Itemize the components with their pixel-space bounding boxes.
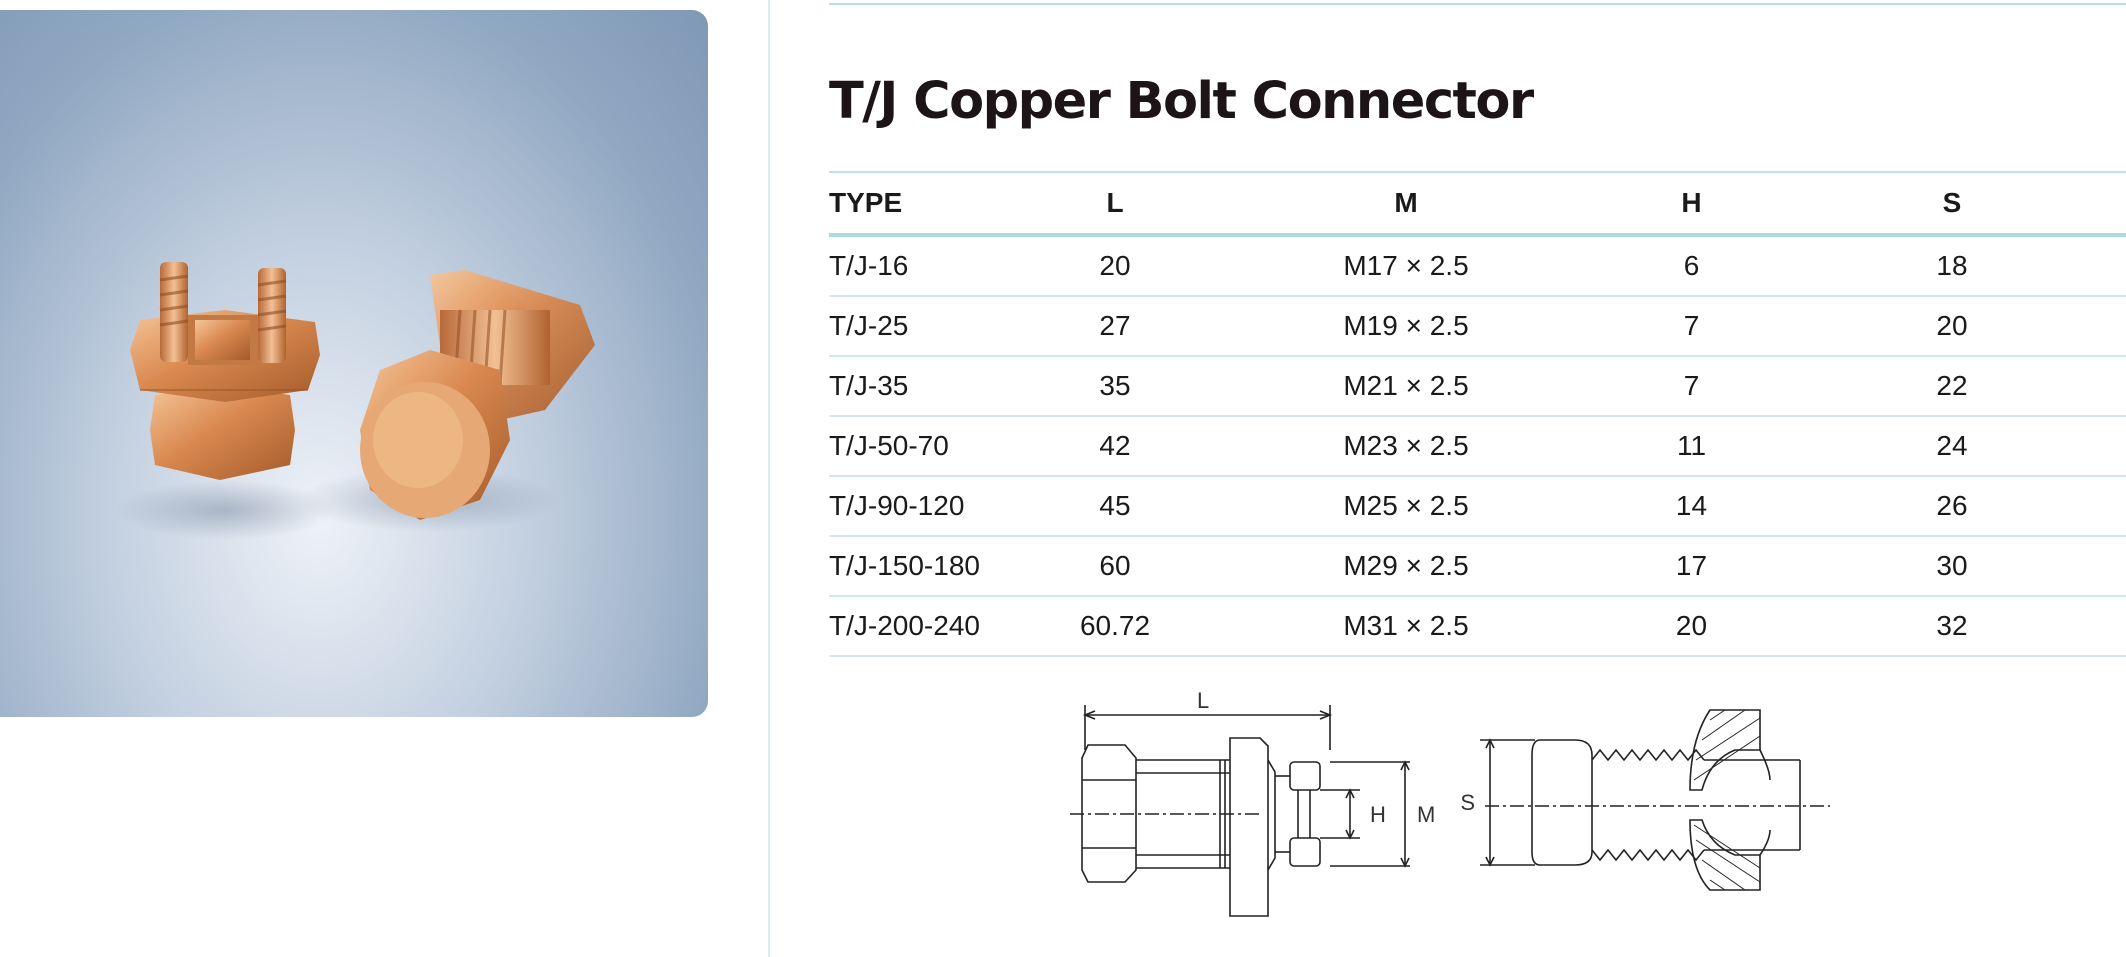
cell-m: M23 × 2.5: [1343, 430, 1469, 461]
cell-l: 27: [1099, 310, 1131, 341]
cell-m: M25 × 2.5: [1343, 490, 1469, 521]
cell-h: 11: [1676, 430, 1707, 461]
cell-h: 20: [1675, 610, 1708, 641]
cell-type: T/J-16: [829, 250, 909, 281]
table-row: T/J-35 35 M21 × 2.5 7 22: [829, 357, 2126, 417]
col-header-l: L: [1106, 187, 1124, 218]
col-header-s: S: [1942, 187, 1962, 218]
cell-s: 20: [1936, 310, 1968, 341]
col-header-h: H: [1681, 187, 1702, 218]
table-row: T/J-50-70 42 M23 × 2.5 11 24: [829, 417, 2126, 477]
page-title: T/J Copper Bolt Connector: [829, 72, 1534, 131]
top-rule: [829, 3, 2126, 5]
cell-type: T/J-90-120: [829, 490, 965, 521]
drawing-svg: L H M S: [1070, 688, 1830, 917]
connector-lying: [360, 270, 595, 520]
cell-s: 26: [1936, 490, 1968, 521]
cell-h: 7: [1683, 370, 1700, 401]
col-header-type: TYPE: [829, 187, 903, 218]
dimension-drawing: L H M S: [1070, 680, 1850, 935]
col-header-m: M: [1394, 187, 1418, 218]
cell-s: 18: [1936, 250, 1968, 281]
cell-h: 6: [1683, 250, 1700, 281]
table-row: T/J-16 20 M17 × 2.5 6 18: [829, 237, 2126, 297]
table-row: T/J-90-120 45 M25 × 2.5 14 26: [829, 477, 2126, 537]
column-divider: [768, 0, 770, 957]
cell-h: 7: [1683, 310, 1700, 341]
cell-l: 20: [1099, 250, 1131, 281]
product-photo: [0, 10, 708, 717]
dim-label-l: L: [1197, 688, 1209, 713]
cell-h: 14: [1675, 490, 1708, 521]
cell-l: 60: [1099, 550, 1131, 581]
cell-s: 32: [1936, 610, 1968, 641]
dim-label-h: H: [1370, 802, 1386, 827]
cell-s: 30: [1936, 550, 1968, 581]
cell-m: M31 × 2.5: [1343, 610, 1469, 641]
cell-type: T/J-150-180: [829, 550, 980, 581]
table-header-row: TYPE L M H S: [829, 171, 2126, 237]
cell-l: 45: [1099, 490, 1131, 521]
side-view-left: [1070, 705, 1410, 917]
cell-h: 17: [1675, 550, 1708, 581]
cell-type: T/J-50-70: [829, 430, 949, 461]
cell-l: 60.72: [1079, 610, 1151, 641]
section-view-right: [1480, 709, 1830, 891]
cell-m: M19 × 2.5: [1343, 310, 1469, 341]
cell-m: M29 × 2.5: [1343, 550, 1469, 581]
dim-label-m: M: [1417, 802, 1435, 827]
cell-m: M21 × 2.5: [1343, 370, 1469, 401]
table-row: T/J-200-240 60.72 M31 × 2.5 20 32: [829, 597, 2126, 657]
cell-l: 42: [1099, 430, 1131, 461]
table-row: T/J-150-180 60 M29 × 2.5 17 30: [829, 537, 2126, 597]
cell-s: 22: [1936, 370, 1968, 401]
table-row: T/J-25 27 M19 × 2.5 7 20: [829, 297, 2126, 357]
connector-upright: [130, 262, 320, 480]
dim-label-s: S: [1460, 790, 1475, 815]
cell-type: T/J-25: [829, 310, 909, 341]
cell-s: 24: [1936, 430, 1968, 461]
cell-l: 35: [1099, 370, 1131, 401]
cell-type: T/J-200-240: [829, 610, 980, 641]
cell-type: T/J-35: [829, 370, 909, 401]
cell-m: M17 × 2.5: [1343, 250, 1469, 281]
